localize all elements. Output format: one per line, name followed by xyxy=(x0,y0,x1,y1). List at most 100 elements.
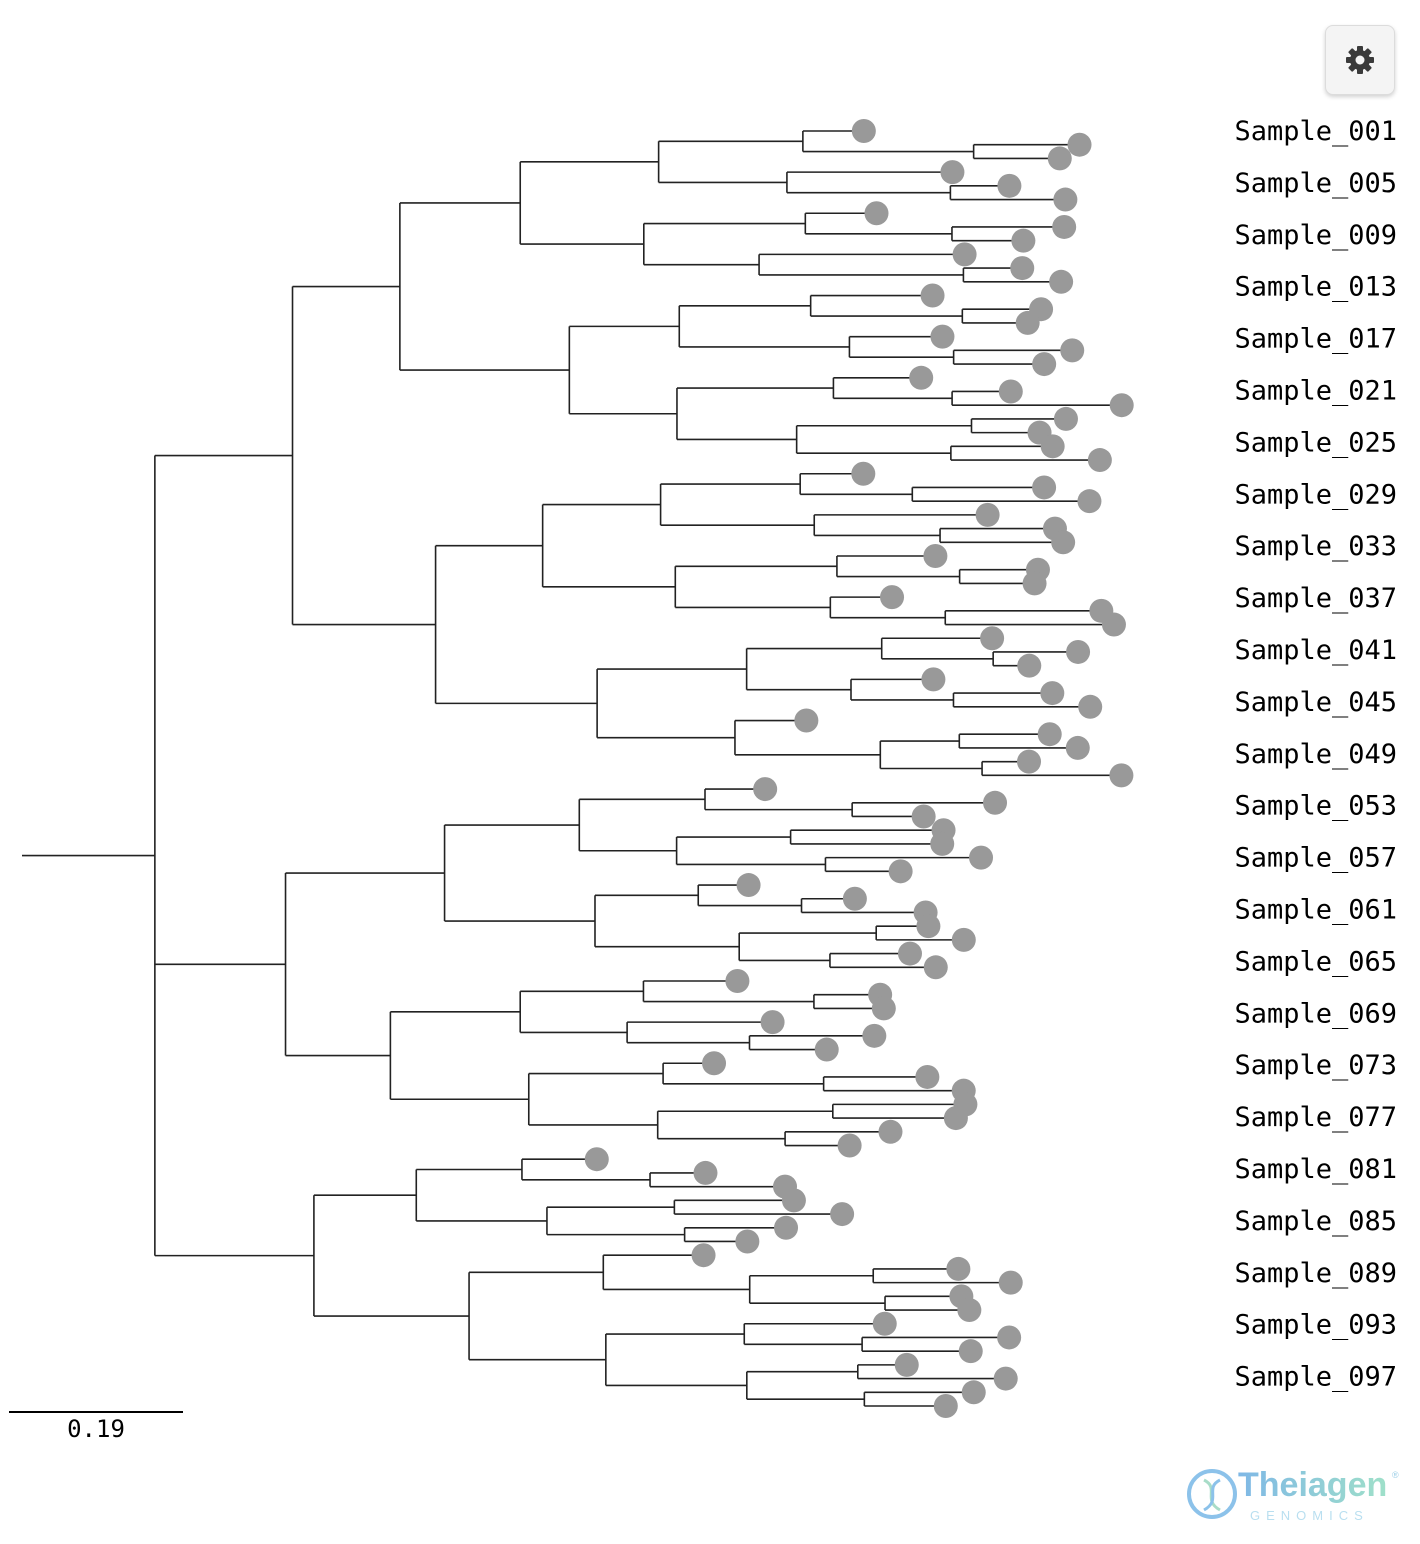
tip-node[interactable] xyxy=(1066,639,1091,664)
tip-labels: Sample_001Sample_005Sample_009Sample_013… xyxy=(1234,116,1397,1393)
tip-node[interactable] xyxy=(830,1202,855,1227)
tip-node[interactable] xyxy=(1078,694,1103,719)
tip-node[interactable] xyxy=(983,790,1008,815)
tip-node[interactable] xyxy=(871,996,896,1021)
tip-node[interactable] xyxy=(1022,571,1047,596)
tip-node[interactable] xyxy=(794,708,819,733)
tip-label: Sample_093 xyxy=(1234,1310,1397,1341)
tip-label: Sample_061 xyxy=(1234,895,1397,926)
tip-node[interactable] xyxy=(872,1311,897,1336)
tip-node[interactable] xyxy=(837,1133,862,1158)
tip-node[interactable] xyxy=(725,969,750,993)
tip-node[interactable] xyxy=(998,1270,1023,1295)
tip-node[interactable] xyxy=(961,1380,986,1405)
tip-node[interactable] xyxy=(842,886,867,911)
tip-node[interactable] xyxy=(781,1188,806,1213)
tip-node[interactable] xyxy=(1017,653,1042,678)
tip-node[interactable] xyxy=(1047,146,1072,171)
tip-node[interactable] xyxy=(864,201,889,226)
tip-node[interactable] xyxy=(691,1243,716,1268)
tip-node[interactable] xyxy=(1060,338,1085,363)
tip-node[interactable] xyxy=(1109,763,1134,788)
tip-node[interactable] xyxy=(1037,722,1062,747)
tip-node[interactable] xyxy=(880,585,905,610)
tip-node[interactable] xyxy=(920,283,945,308)
tip-node[interactable] xyxy=(862,1023,887,1048)
tip-label: Sample_013 xyxy=(1234,272,1397,303)
tip-node[interactable] xyxy=(584,1147,609,1172)
tip-node[interactable] xyxy=(952,242,977,267)
tip-node[interactable] xyxy=(735,1229,760,1254)
tip-node[interactable] xyxy=(702,1051,727,1076)
tip-node[interactable] xyxy=(1065,735,1090,760)
tip-node[interactable] xyxy=(1053,187,1078,212)
tip-node[interactable] xyxy=(1053,406,1078,431)
tip-node[interactable] xyxy=(930,324,955,349)
tip-node[interactable] xyxy=(997,1325,1022,1350)
tip-node[interactable] xyxy=(980,626,1005,651)
tip-node[interactable] xyxy=(997,173,1022,198)
svg-text:GENOMICS: GENOMICS xyxy=(1250,1508,1369,1523)
svg-text:Theiagen: Theiagen xyxy=(1238,1466,1387,1504)
tip-node[interactable] xyxy=(1052,214,1077,239)
tip-node[interactable] xyxy=(933,1394,958,1418)
tip-node[interactable] xyxy=(1040,434,1065,459)
tip-node[interactable] xyxy=(1077,489,1102,514)
tip-label: Sample_037 xyxy=(1234,583,1397,614)
tip-label: Sample_057 xyxy=(1234,843,1397,874)
tip-node[interactable] xyxy=(946,1256,971,1281)
tree-branches xyxy=(22,130,1122,1407)
tip-node[interactable] xyxy=(1032,475,1057,500)
tip-node[interactable] xyxy=(943,1106,968,1131)
tip-node[interactable] xyxy=(851,119,876,143)
tip-node[interactable] xyxy=(888,859,913,884)
tip-label: Sample_041 xyxy=(1234,635,1397,666)
tip-node[interactable] xyxy=(916,914,941,939)
tip-node[interactable] xyxy=(921,667,946,692)
tip-node[interactable] xyxy=(1032,352,1057,377)
tip-node[interactable] xyxy=(1109,393,1134,418)
tip-node[interactable] xyxy=(1049,269,1074,294)
tip-node[interactable] xyxy=(998,379,1023,404)
tip-node[interactable] xyxy=(878,1119,903,1144)
tip-node[interactable] xyxy=(969,845,994,870)
tip-node[interactable] xyxy=(993,1366,1018,1391)
tip-node[interactable] xyxy=(753,777,778,802)
tip-node[interactable] xyxy=(909,365,934,390)
tip-label: Sample_005 xyxy=(1234,168,1397,199)
tip-node[interactable] xyxy=(911,804,936,829)
tip-node[interactable] xyxy=(957,1298,982,1323)
tip-node[interactable] xyxy=(975,502,1000,527)
tip-node[interactable] xyxy=(894,1352,919,1377)
tip-node[interactable] xyxy=(915,1064,940,1089)
tip-node[interactable] xyxy=(923,955,948,980)
tip-label: Sample_033 xyxy=(1234,531,1397,562)
tip-node[interactable] xyxy=(1087,448,1112,473)
tip-node[interactable] xyxy=(1015,310,1040,335)
tip-node[interactable] xyxy=(774,1215,799,1240)
tip-node[interactable] xyxy=(1011,228,1036,253)
tip-node[interactable] xyxy=(1010,256,1035,281)
tip-label: Sample_001 xyxy=(1234,116,1397,147)
tip-node[interactable] xyxy=(1017,749,1042,774)
tip-node[interactable] xyxy=(1101,612,1126,637)
svg-text:®: ® xyxy=(1392,1470,1399,1480)
theiagen-logo: Theiagen ® GENOMICS xyxy=(1187,1466,1399,1523)
tip-node[interactable] xyxy=(1067,132,1092,157)
tip-node[interactable] xyxy=(951,927,976,952)
tip-node[interactable] xyxy=(897,941,922,966)
tip-node[interactable] xyxy=(760,1010,785,1035)
settings-button[interactable] xyxy=(1325,25,1395,95)
tip-node[interactable] xyxy=(736,873,761,898)
tip-node[interactable] xyxy=(1051,530,1076,555)
tip-node[interactable] xyxy=(958,1339,983,1364)
tip-node[interactable] xyxy=(1040,681,1065,706)
tip-node[interactable] xyxy=(923,544,948,568)
tip-node[interactable] xyxy=(940,160,965,185)
tip-node[interactable] xyxy=(930,831,955,856)
tip-node[interactable] xyxy=(851,461,876,486)
tip-label: Sample_097 xyxy=(1234,1362,1397,1393)
tip-node[interactable] xyxy=(693,1160,718,1185)
tip-node[interactable] xyxy=(814,1037,839,1062)
